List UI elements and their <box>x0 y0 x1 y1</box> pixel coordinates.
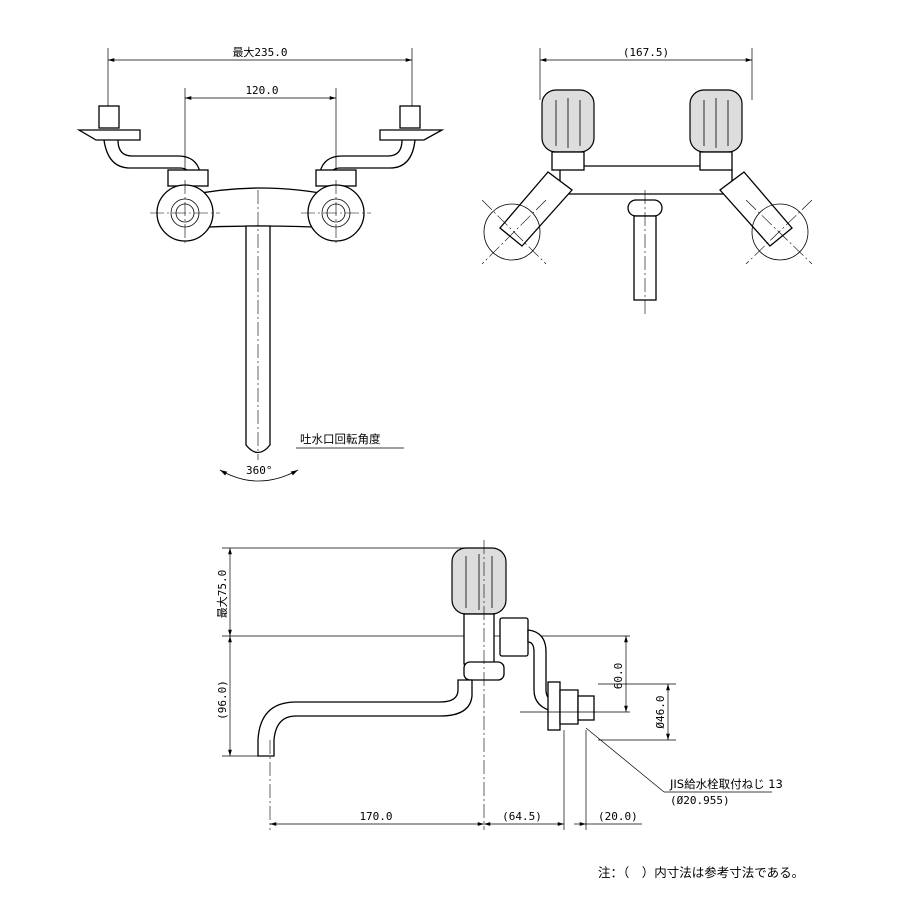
dim-side-spout: 170.0 <box>359 810 392 823</box>
dim-front-max-width: 最大235.0 <box>232 45 287 59</box>
front-view: 最大235.0 120.0 36 <box>76 45 445 482</box>
dim-side-64: (64.5) <box>502 810 542 823</box>
label-jis-sub: (Ø20.955) <box>670 794 730 807</box>
side-view: 最大75.0 (96.0) 60.0 Ø46.0 JIS給水栓取付ねじ 13 <box>215 540 783 830</box>
dim-side-20: (20.0) <box>598 810 638 823</box>
dim-side-height-max: 最大75.0 <box>215 570 229 619</box>
dim-front-center: 120.0 <box>245 84 278 97</box>
label-jis: JIS給水栓取付ねじ 13 <box>669 777 783 791</box>
top-view: (167.5) <box>481 46 813 316</box>
dim-spout-rotation-value: 360° <box>246 464 273 477</box>
dim-side-60: 60.0 <box>612 663 625 690</box>
label-spout-rotation: 吐水口回転角度 <box>300 432 381 446</box>
dim-side-height-96: (96.0) <box>216 680 229 720</box>
dim-side-46: Ø46.0 <box>654 695 667 728</box>
footnote: 注：（ ）内寸法は参考寸法である。 <box>598 865 805 880</box>
dim-side-width: (167.5) <box>623 46 669 59</box>
